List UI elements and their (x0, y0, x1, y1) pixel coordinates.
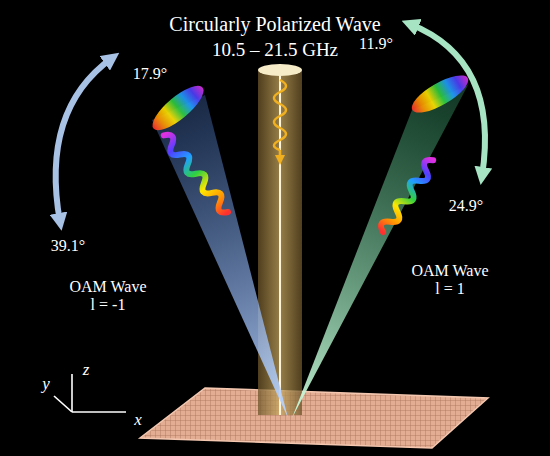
axis-label: z (83, 360, 90, 380)
polarization-helix (274, 80, 286, 150)
axis-label: x (134, 410, 142, 430)
title: Circularly Polarized Wave (169, 13, 380, 36)
steering-arrow (410, 24, 485, 176)
beam-top (258, 64, 302, 76)
mode-label: OAM Wave l = 1 (408, 262, 492, 299)
angle-label: 39.1° (51, 237, 85, 255)
coordinate-axes (54, 374, 126, 412)
angle-label: 17.9° (133, 65, 167, 83)
oam-mode-disk (407, 68, 473, 119)
steering-arrow (56, 58, 112, 222)
metasurface-plate (140, 388, 488, 448)
polarization-arrow (279, 150, 282, 160)
band-label: 10.5 – 21.5 GHz (212, 39, 338, 61)
oam-beam-right (292, 85, 468, 418)
oam-beam-left (152, 95, 288, 418)
angle-label: 24.9° (449, 197, 483, 215)
angle-label: 11.9° (359, 35, 393, 53)
oam-wave-left (159, 132, 232, 216)
oam-wave-right (378, 157, 438, 236)
mode-label: OAM Wave l = -1 (66, 278, 150, 315)
axis-label: y (42, 374, 50, 394)
oam-mode-disk (146, 79, 209, 137)
